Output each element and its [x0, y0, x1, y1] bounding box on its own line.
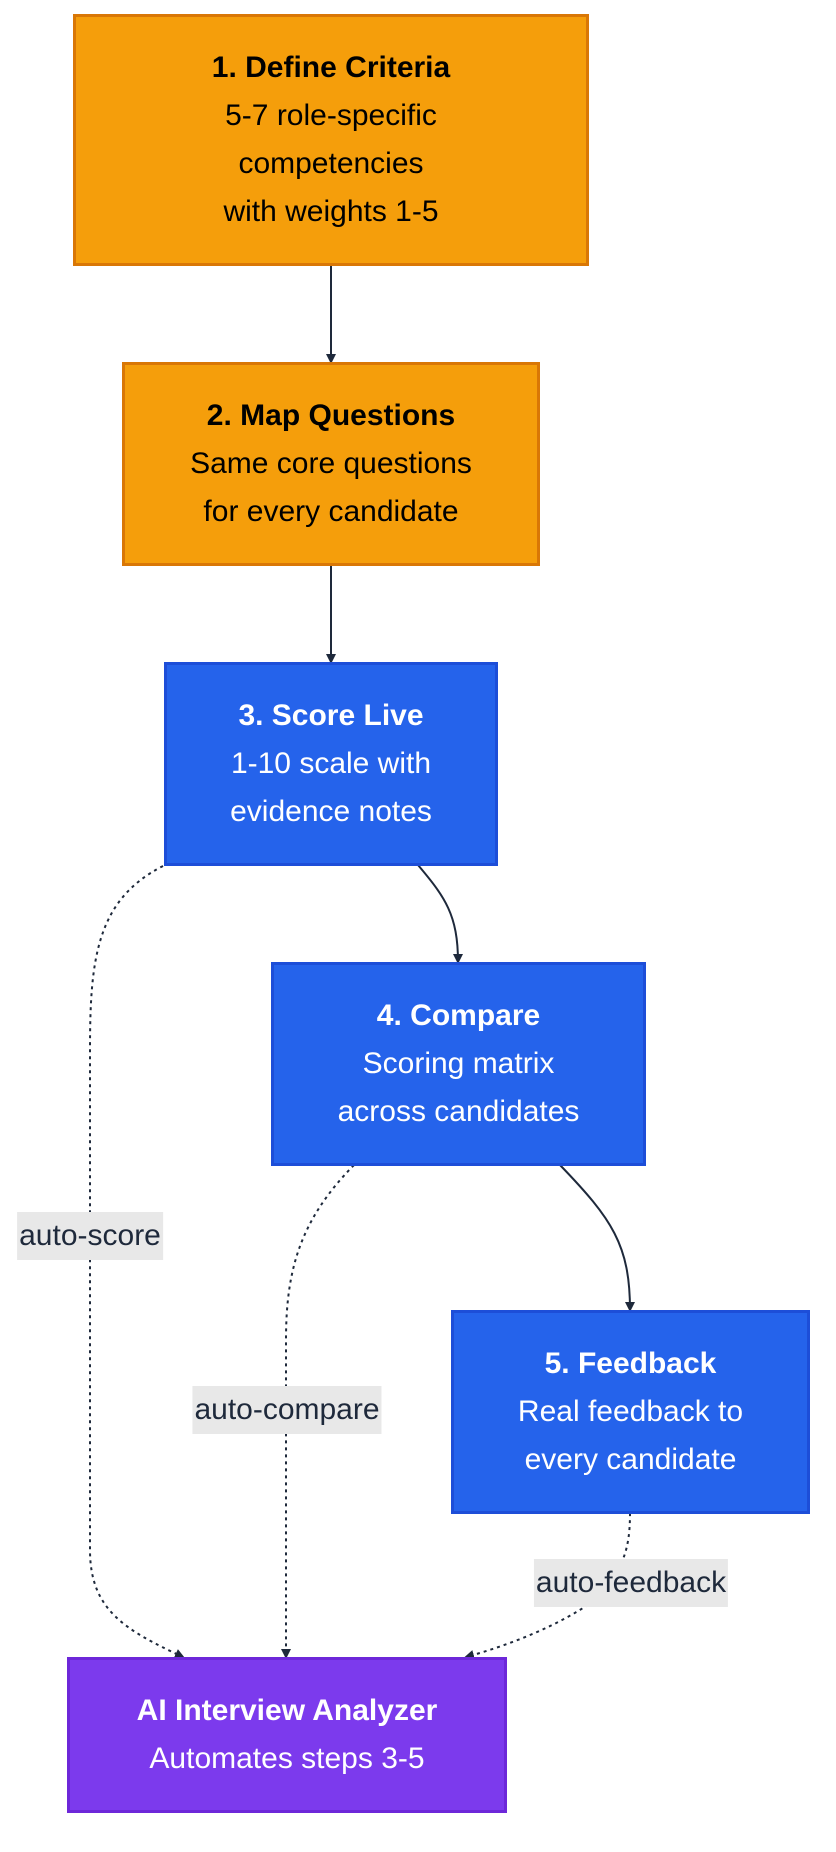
- node-text-line: Scoring matrix: [362, 1047, 555, 1080]
- node-text-line: 5-7 role-specific: [225, 99, 437, 132]
- node-ai-interview-analyzer: AI Interview Analyzer Automates steps 3-…: [67, 1657, 507, 1813]
- node-text-line: for every candidate: [203, 495, 459, 528]
- node-title: 1. Define Criteria: [211, 51, 451, 84]
- node-text-line: Automates steps 3-5: [149, 1742, 425, 1775]
- edge-score-to-analyzer: [89, 865, 185, 1659]
- edge-label-auto-feedback: auto-feedback: [533, 1559, 729, 1607]
- node-text-line: competencies: [238, 147, 424, 180]
- node-text-line: 1-10 scale with: [230, 747, 432, 780]
- node-text-line: every candidate: [524, 1443, 737, 1476]
- node-title: 2. Map Questions: [206, 399, 456, 432]
- node-text-line: across candidates: [337, 1095, 580, 1128]
- node-define-criteria: 1. Define Criteria 5-7 role-specific com…: [73, 14, 589, 266]
- edge-score-to-compare: [417, 864, 463, 964]
- node-feedback: 5. Feedback Real feedback to every candi…: [451, 1310, 810, 1514]
- node-compare: 4. Compare Scoring matrix across candida…: [271, 962, 646, 1166]
- node-title: AI Interview Analyzer: [136, 1694, 438, 1727]
- edge-label-auto-compare: auto-compare: [192, 1386, 382, 1434]
- edge-label-auto-score: auto-score: [17, 1212, 163, 1260]
- node-text-line: evidence notes: [230, 795, 432, 828]
- edge-compare-to-analyzer: [281, 1164, 355, 1659]
- node-score-live: 3. Score Live 1-10 scale with evidence n…: [164, 662, 498, 866]
- node-text-line: with weights 1-5: [223, 195, 439, 228]
- node-title: 5. Feedback: [544, 1347, 717, 1380]
- node-map-questions: 2. Map Questions Same core questions for…: [122, 362, 540, 566]
- node-title: 4. Compare: [376, 999, 541, 1032]
- node-text-line: Real feedback to: [517, 1395, 744, 1428]
- node-title: 3. Score Live: [238, 699, 424, 732]
- edge-feedback-to-analyzer: [464, 1512, 631, 1660]
- node-text-line: Same core questions: [190, 447, 472, 480]
- edge-compare-to-feedback: [559, 1164, 635, 1312]
